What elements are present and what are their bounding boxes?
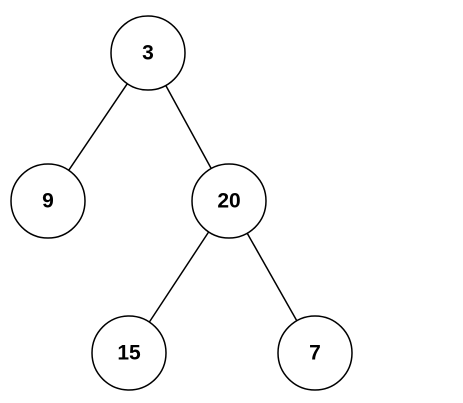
node-circle-left: [10, 163, 86, 239]
tree-nodes: 3 9 20 15 7: [10, 15, 353, 391]
node-label-left: 9: [42, 190, 54, 213]
node-label-root: 3: [142, 42, 154, 65]
edge-root-left: [68, 83, 128, 171]
edge-right-right-left: [148, 231, 210, 323]
edge-root-right: [165, 85, 212, 169]
tree-node-right: 20: [191, 163, 267, 239]
node-label-right: 20: [217, 190, 240, 213]
edge-right-right-right: [246, 232, 298, 322]
tree-node-right-left: 15: [91, 315, 167, 391]
node-circle-right-left: [91, 315, 167, 391]
tree-node-root: 3: [110, 15, 186, 91]
node-label-right-right: 7: [309, 342, 321, 365]
node-circle-root: [110, 15, 186, 91]
node-label-right-left: 15: [117, 342, 141, 365]
tree-edges: [68, 83, 298, 323]
node-circle-right-right: [277, 315, 353, 391]
tree-node-left: 9: [10, 163, 86, 239]
tree-node-right-right: 7: [277, 315, 353, 391]
node-circle-right: [191, 163, 267, 239]
